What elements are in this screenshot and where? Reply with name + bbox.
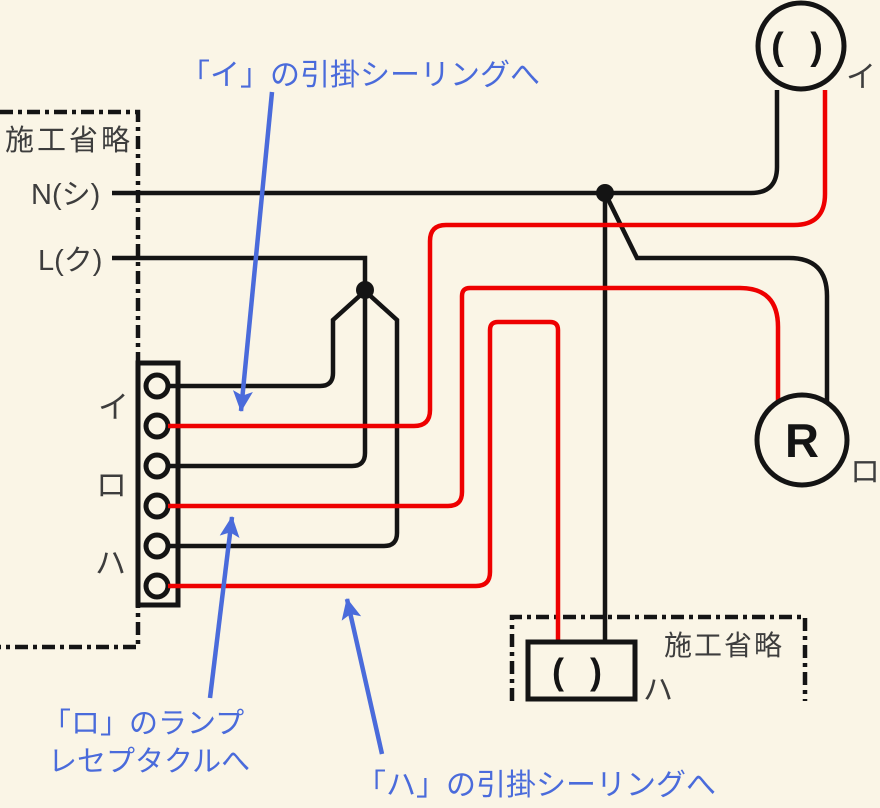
ceiling-light-i-symbol: ( ) <box>771 26 831 68</box>
terminal-1 <box>143 372 171 400</box>
annotation-arrow-to-i-wire <box>232 91 275 412</box>
terminal-strip-body <box>135 360 181 608</box>
ceiling-light-i-outline <box>755 0 847 92</box>
wire-switch-ro-red-to-receptacle <box>168 285 781 509</box>
annotation-to-receptacle-ro-line2: レセプタクルへ <box>48 746 250 778</box>
junction-dot-neutral <box>596 184 614 202</box>
live-line-label: L(ク) <box>38 245 102 277</box>
left-omission-box-label: 施工省略 <box>5 124 133 157</box>
terminal-group-label-i: イ <box>98 390 129 425</box>
terminal-6 <box>143 572 171 600</box>
bottom-omission-box-label: 施工省略 <box>664 630 784 661</box>
wire-switch-ha-black <box>168 289 400 549</box>
ceiling-light-ha-symbol: ( ) <box>552 651 610 692</box>
ceiling-light-ha-label: ハ <box>643 674 673 707</box>
lamp-receptacle-ro-symbol: R <box>785 414 819 467</box>
annotation-to-ceiling-ha: 「ハ」の引掛シーリングへ <box>356 769 716 802</box>
annotation-arrow-to-ha-wire <box>341 598 385 755</box>
terminal-5 <box>143 532 171 560</box>
terminal-group-label-ro: ロ <box>96 468 127 503</box>
junction-dot-live <box>356 281 374 299</box>
terminal-3 <box>143 452 171 480</box>
annotation-arrow-to-ro-wire <box>207 516 240 699</box>
ceiling-light-i-label: イ <box>846 61 876 94</box>
lamp-receptacle-ro-outline <box>754 392 850 488</box>
wire-switch-ha-red-to-ceiling-ha <box>168 319 561 645</box>
annotation-to-ceiling-i: 「イ」の引掛シーリングへ <box>180 59 540 92</box>
terminal-4 <box>143 492 171 520</box>
terminal-group-label-ha: ハ <box>95 546 126 581</box>
wire-switch-i-black <box>168 289 367 389</box>
wire-neutral-to-receptacle-ro <box>602 192 830 403</box>
wire-neutral-to-ceiling-i <box>112 90 780 196</box>
wire-switch-i-red-to-ceiling-i <box>168 90 828 429</box>
lamp-receptacle-ro-label: ロ <box>850 456 880 489</box>
annotation-to-receptacle-ro-line1: 「ロ」のランプ <box>42 708 244 740</box>
terminal-2 <box>143 412 171 440</box>
ceiling-light-ha-outline <box>525 639 638 702</box>
wire-live-feed-to-junction <box>112 255 368 469</box>
neutral-line-label: N(シ) <box>31 179 100 211</box>
